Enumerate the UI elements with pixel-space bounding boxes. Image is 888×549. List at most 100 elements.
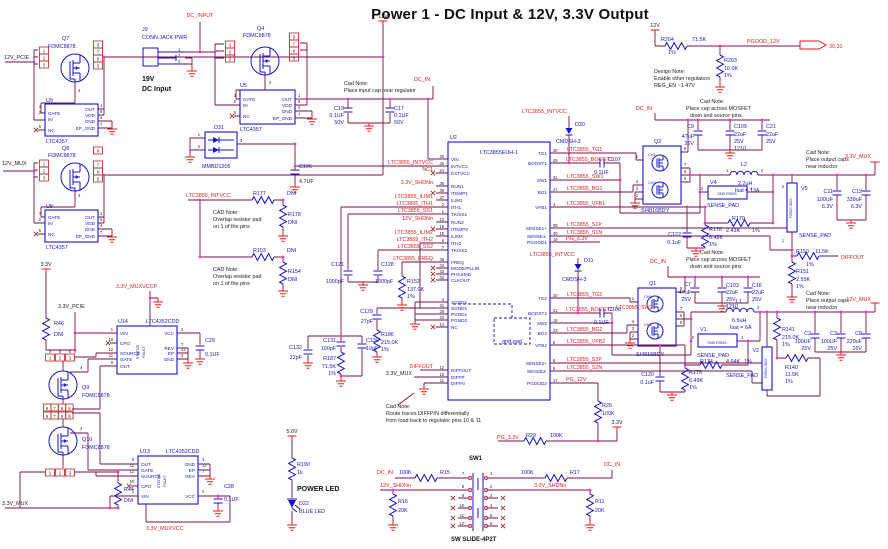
r153-resistor: [251, 253, 275, 261]
ground-symbol: [666, 391, 678, 401]
schematic-label: 2: [39, 110, 42, 115]
schematic-label: 27: [553, 187, 558, 192]
schematic-label: 5.0V: [286, 429, 297, 435]
schematic-label: Cad Note:: [700, 99, 724, 105]
schematic-label: V1: [700, 327, 707, 333]
schematic-label: R29: [526, 433, 536, 439]
wires-u2-pins: [436, 152, 562, 384]
schematic-label: PG_12V: [566, 377, 587, 383]
schematic-label: BG2: [538, 331, 548, 336]
schematic-label: POWER LED: [297, 486, 339, 493]
schematic-label: LTC3855_INTVCC: [186, 193, 231, 199]
c12-capacitor: [861, 190, 871, 196]
schematic-label: SENSE_PAD: [726, 373, 758, 379]
schematic-label: C103: [726, 283, 739, 289]
r187-resistor: [337, 351, 345, 375]
schematic-label: SGND2: [451, 306, 468, 311]
schematic-label: 13: [181, 347, 186, 352]
schematic-label: C21: [766, 124, 776, 130]
u9-ltc4357-body: [44, 103, 99, 137]
schematic-label: LTC3855_INTVCC: [530, 252, 575, 258]
schematic-label: R153: [253, 248, 266, 254]
schematic-label: 3: [43, 176, 46, 181]
wires-left-oring: [3, 22, 384, 237]
u13-ltc4352-body: [137, 455, 199, 505]
schematic-label: OUT: [282, 97, 292, 102]
schematic-label: MMBD1205: [202, 164, 230, 170]
schematic-label: 2.55K: [796, 277, 810, 283]
schematic-label: FDMC8878: [82, 393, 110, 399]
schematic-label: 2: [636, 193, 639, 198]
schematic-label: LTC3855_SS2: [398, 244, 433, 250]
schematic-label: R186: [381, 332, 394, 338]
schematic-label: LTC3855_S2N: [567, 365, 602, 371]
schematic-label: 10: [129, 479, 134, 484]
schematic-label: 1: [442, 209, 445, 214]
schematic-label: Overlap resistor pad: [213, 217, 262, 223]
ground-symbol: [335, 377, 347, 387]
schematic-label: 1%: [668, 50, 676, 56]
schematic-label: RUN1: [451, 184, 464, 189]
schematic-label: 38: [439, 181, 444, 186]
schematic-label: 1%: [782, 342, 790, 348]
schematic-label: 3: [69, 471, 72, 476]
schematic-label: DC_IN: [414, 77, 430, 83]
schematic-label: GATE: [48, 111, 60, 116]
schematic-label: GND: [164, 357, 175, 362]
ground-symbol: [418, 385, 430, 395]
schematic-label: R176: [709, 227, 722, 233]
schematic-label: 7: [462, 471, 465, 476]
c129-capacitor: [372, 314, 382, 320]
schematic-label: 2: [59, 356, 62, 361]
schematic-label: 1: [43, 162, 46, 167]
schematic-label: SENSE1+: [526, 226, 547, 231]
schematic-label: GND: [85, 119, 96, 124]
r177-resistor: [251, 196, 275, 204]
r190-resistor: [288, 457, 296, 481]
ground-symbol: [194, 355, 206, 365]
ground-symbol: [302, 359, 314, 369]
schematic-label: 50V: [334, 120, 344, 126]
schematic-label: 7: [181, 342, 184, 347]
schematic-label: 2.43K: [726, 228, 740, 234]
schematic-label: 2: [198, 144, 201, 149]
schematic-label: 22: [439, 315, 444, 320]
schematic-label: DIFFN: [451, 381, 465, 386]
schematic-label: 1%: [796, 284, 804, 290]
no-connect-x: [500, 495, 506, 501]
c8-capacitor: [861, 333, 871, 339]
schematic-label: C132: [289, 345, 302, 351]
schematic-label: 12V_MUX: [846, 297, 871, 303]
schematic-label: SENSE_PAD: [799, 233, 831, 239]
schematic-label: 35: [439, 257, 444, 262]
c29-capacitor: [195, 345, 205, 351]
schematic-label: LTC3855_BG2: [567, 327, 603, 333]
v5-sense-jumper: [786, 182, 798, 233]
schematic-label: 100K: [399, 470, 412, 476]
schematic-label: VIN: [451, 157, 459, 162]
schematic-label: IN: [48, 117, 53, 122]
schematic-label: 11: [130, 463, 135, 468]
schematic-label: 4: [80, 426, 83, 431]
schematic-label: LTC4352CDD: [166, 449, 200, 455]
schematic-label: LTC3855_SS1: [398, 208, 433, 214]
schematic-label: 32: [439, 275, 444, 280]
schematic-label: LTC3855_BOOST1: [566, 157, 613, 163]
q4-mosfet-icon: [250, 46, 280, 76]
schematic-label: 5: [97, 177, 100, 182]
schematic-label: 7: [53, 414, 56, 419]
ground-symbol: [396, 301, 408, 311]
schematic-label: 2: [178, 53, 181, 58]
schematic-label: 3.3V_MUXVCC: [146, 526, 184, 532]
schematic-label: NC: [243, 114, 250, 119]
schematic-label: SENSE2-: [527, 369, 547, 374]
schematic-label: 4: [632, 319, 635, 324]
schematic-label: 20K: [398, 508, 408, 514]
schematic-label: FDMC8878: [48, 153, 76, 159]
c120-capacitor: [655, 376, 665, 382]
schematic-label: Isat = 6A: [730, 325, 752, 331]
schematic-label: 0.1UF: [224, 497, 239, 503]
schematic-label: 1: [722, 305, 725, 310]
schematic-label: RSNS SNS: [764, 358, 768, 378]
schematic-label: 3.3V_MUXVCCP: [116, 284, 157, 290]
